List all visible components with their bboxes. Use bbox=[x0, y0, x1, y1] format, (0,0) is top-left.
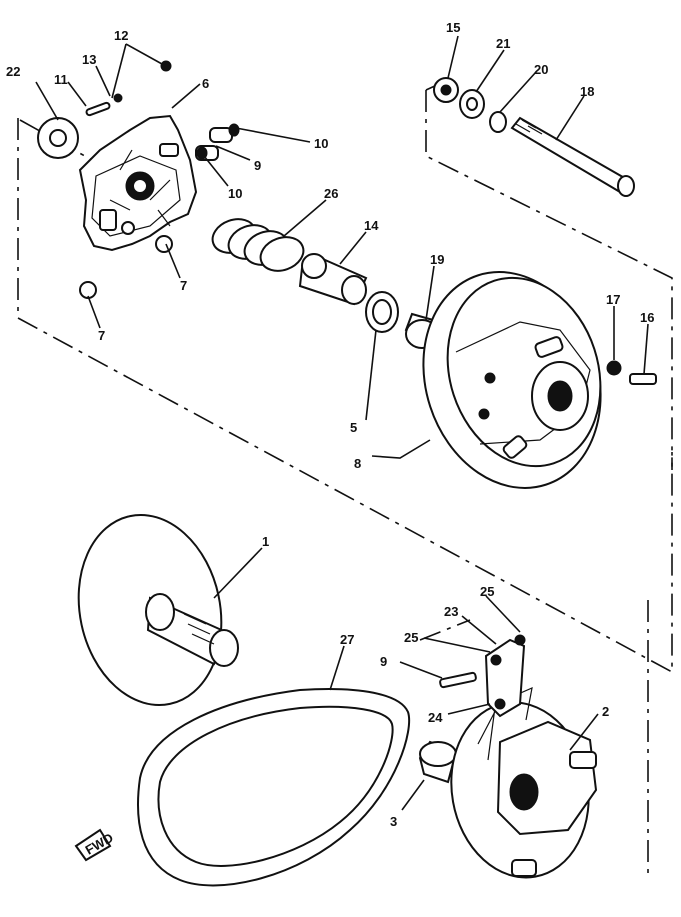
washer-21 bbox=[459, 89, 485, 119]
ring-5 bbox=[365, 291, 399, 333]
label-23: 23 bbox=[444, 604, 458, 619]
front-tag-text: FWD bbox=[83, 830, 116, 858]
label-9a: 9 bbox=[254, 158, 261, 173]
label-22: 22 bbox=[6, 64, 20, 79]
label-12: 12 bbox=[114, 28, 128, 43]
label-18: 18 bbox=[580, 84, 594, 99]
label-17: 17 bbox=[606, 292, 620, 307]
secondary-sheave-2 bbox=[450, 686, 598, 879]
label-3: 3 bbox=[390, 814, 397, 829]
secondary-clutch-frame bbox=[419, 600, 649, 880]
spring-26 bbox=[211, 218, 305, 272]
secondary-sheave-1 bbox=[77, 513, 239, 707]
label-20: 20 bbox=[534, 62, 548, 77]
label-19: 19 bbox=[430, 252, 444, 267]
bolt-18 bbox=[510, 116, 635, 197]
label-14: 14 bbox=[364, 218, 379, 233]
label-26: 26 bbox=[324, 186, 338, 201]
label-21: 21 bbox=[496, 36, 510, 51]
washer-22 bbox=[37, 117, 79, 159]
label-7a: 7 bbox=[180, 278, 187, 293]
label-8: 8 bbox=[354, 456, 361, 471]
label-11: 11 bbox=[54, 72, 68, 87]
primary-sheave bbox=[422, 271, 602, 489]
label-9b: 9 bbox=[380, 654, 387, 669]
label-25b: 25 bbox=[404, 630, 418, 645]
bushing-14 bbox=[298, 253, 368, 306]
label-15: 15 bbox=[446, 20, 460, 35]
label-6: 6 bbox=[202, 76, 209, 91]
label-1: 1 bbox=[262, 534, 269, 549]
label-16: 16 bbox=[640, 310, 654, 325]
leader-lines bbox=[35, 35, 649, 811]
nut-17 bbox=[606, 360, 622, 376]
label-10b: 10 bbox=[228, 186, 242, 201]
front-direction-tag: FWD bbox=[74, 828, 116, 862]
label-24: 24 bbox=[428, 710, 443, 725]
label-5: 5 bbox=[350, 420, 357, 435]
label-2: 2 bbox=[602, 704, 609, 719]
spider-hub bbox=[78, 114, 198, 252]
drive-belt-27 bbox=[137, 687, 410, 887]
part-number-labels: 22 11 13 12 6 10 9 10 7 7 26 14 15 21 20… bbox=[6, 20, 654, 829]
bolt-16 bbox=[629, 373, 657, 385]
label-13: 13 bbox=[82, 52, 96, 67]
label-27: 27 bbox=[340, 632, 354, 647]
label-10a: 10 bbox=[314, 136, 328, 151]
washer-20 bbox=[489, 111, 507, 133]
washer-15 bbox=[433, 77, 459, 103]
label-7b: 7 bbox=[98, 328, 105, 343]
label-25a: 25 bbox=[480, 584, 494, 599]
ramp-plate bbox=[439, 634, 526, 718]
